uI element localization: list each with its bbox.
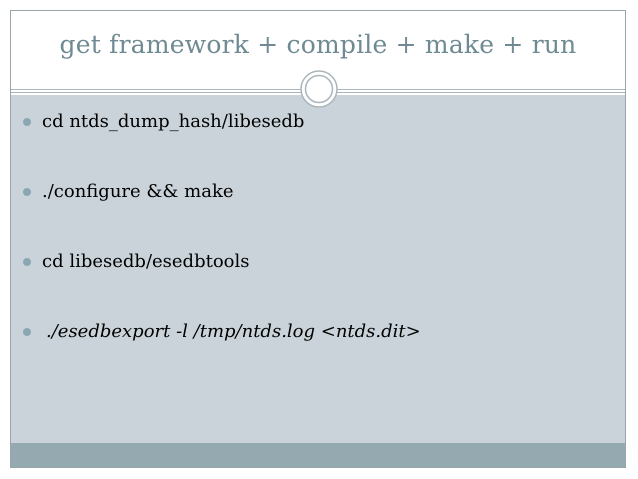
bullet-list: cd ntds_dump_hash/libesedb ./configure &… [22, 111, 421, 391]
list-item: ./configure && make [22, 181, 421, 251]
bullet-dot-icon [23, 258, 31, 266]
circle-ring-icon [300, 70, 338, 108]
list-item: cd libesedb/esedbtools [22, 251, 421, 321]
list-item: ./esedbexport -l /tmp/ntds.log <ntds.dit… [22, 321, 421, 391]
bullet-text: ./esedbexport -l /tmp/ntds.log <ntds.dit… [46, 321, 421, 342]
bullet-dot-icon [23, 188, 31, 196]
content-area [11, 95, 625, 443]
bullet-dot-icon [23, 118, 31, 126]
list-item: cd ntds_dump_hash/libesedb [22, 111, 421, 181]
footer-bar [11, 443, 625, 467]
bullet-text: cd ntds_dump_hash/libesedb [42, 111, 305, 132]
bullet-dot-icon [23, 328, 31, 336]
bullet-text: cd libesedb/esedbtools [42, 251, 250, 272]
slide-title: get framework + compile + make + run [59, 30, 577, 59]
bullet-text: ./configure && make [42, 181, 234, 202]
